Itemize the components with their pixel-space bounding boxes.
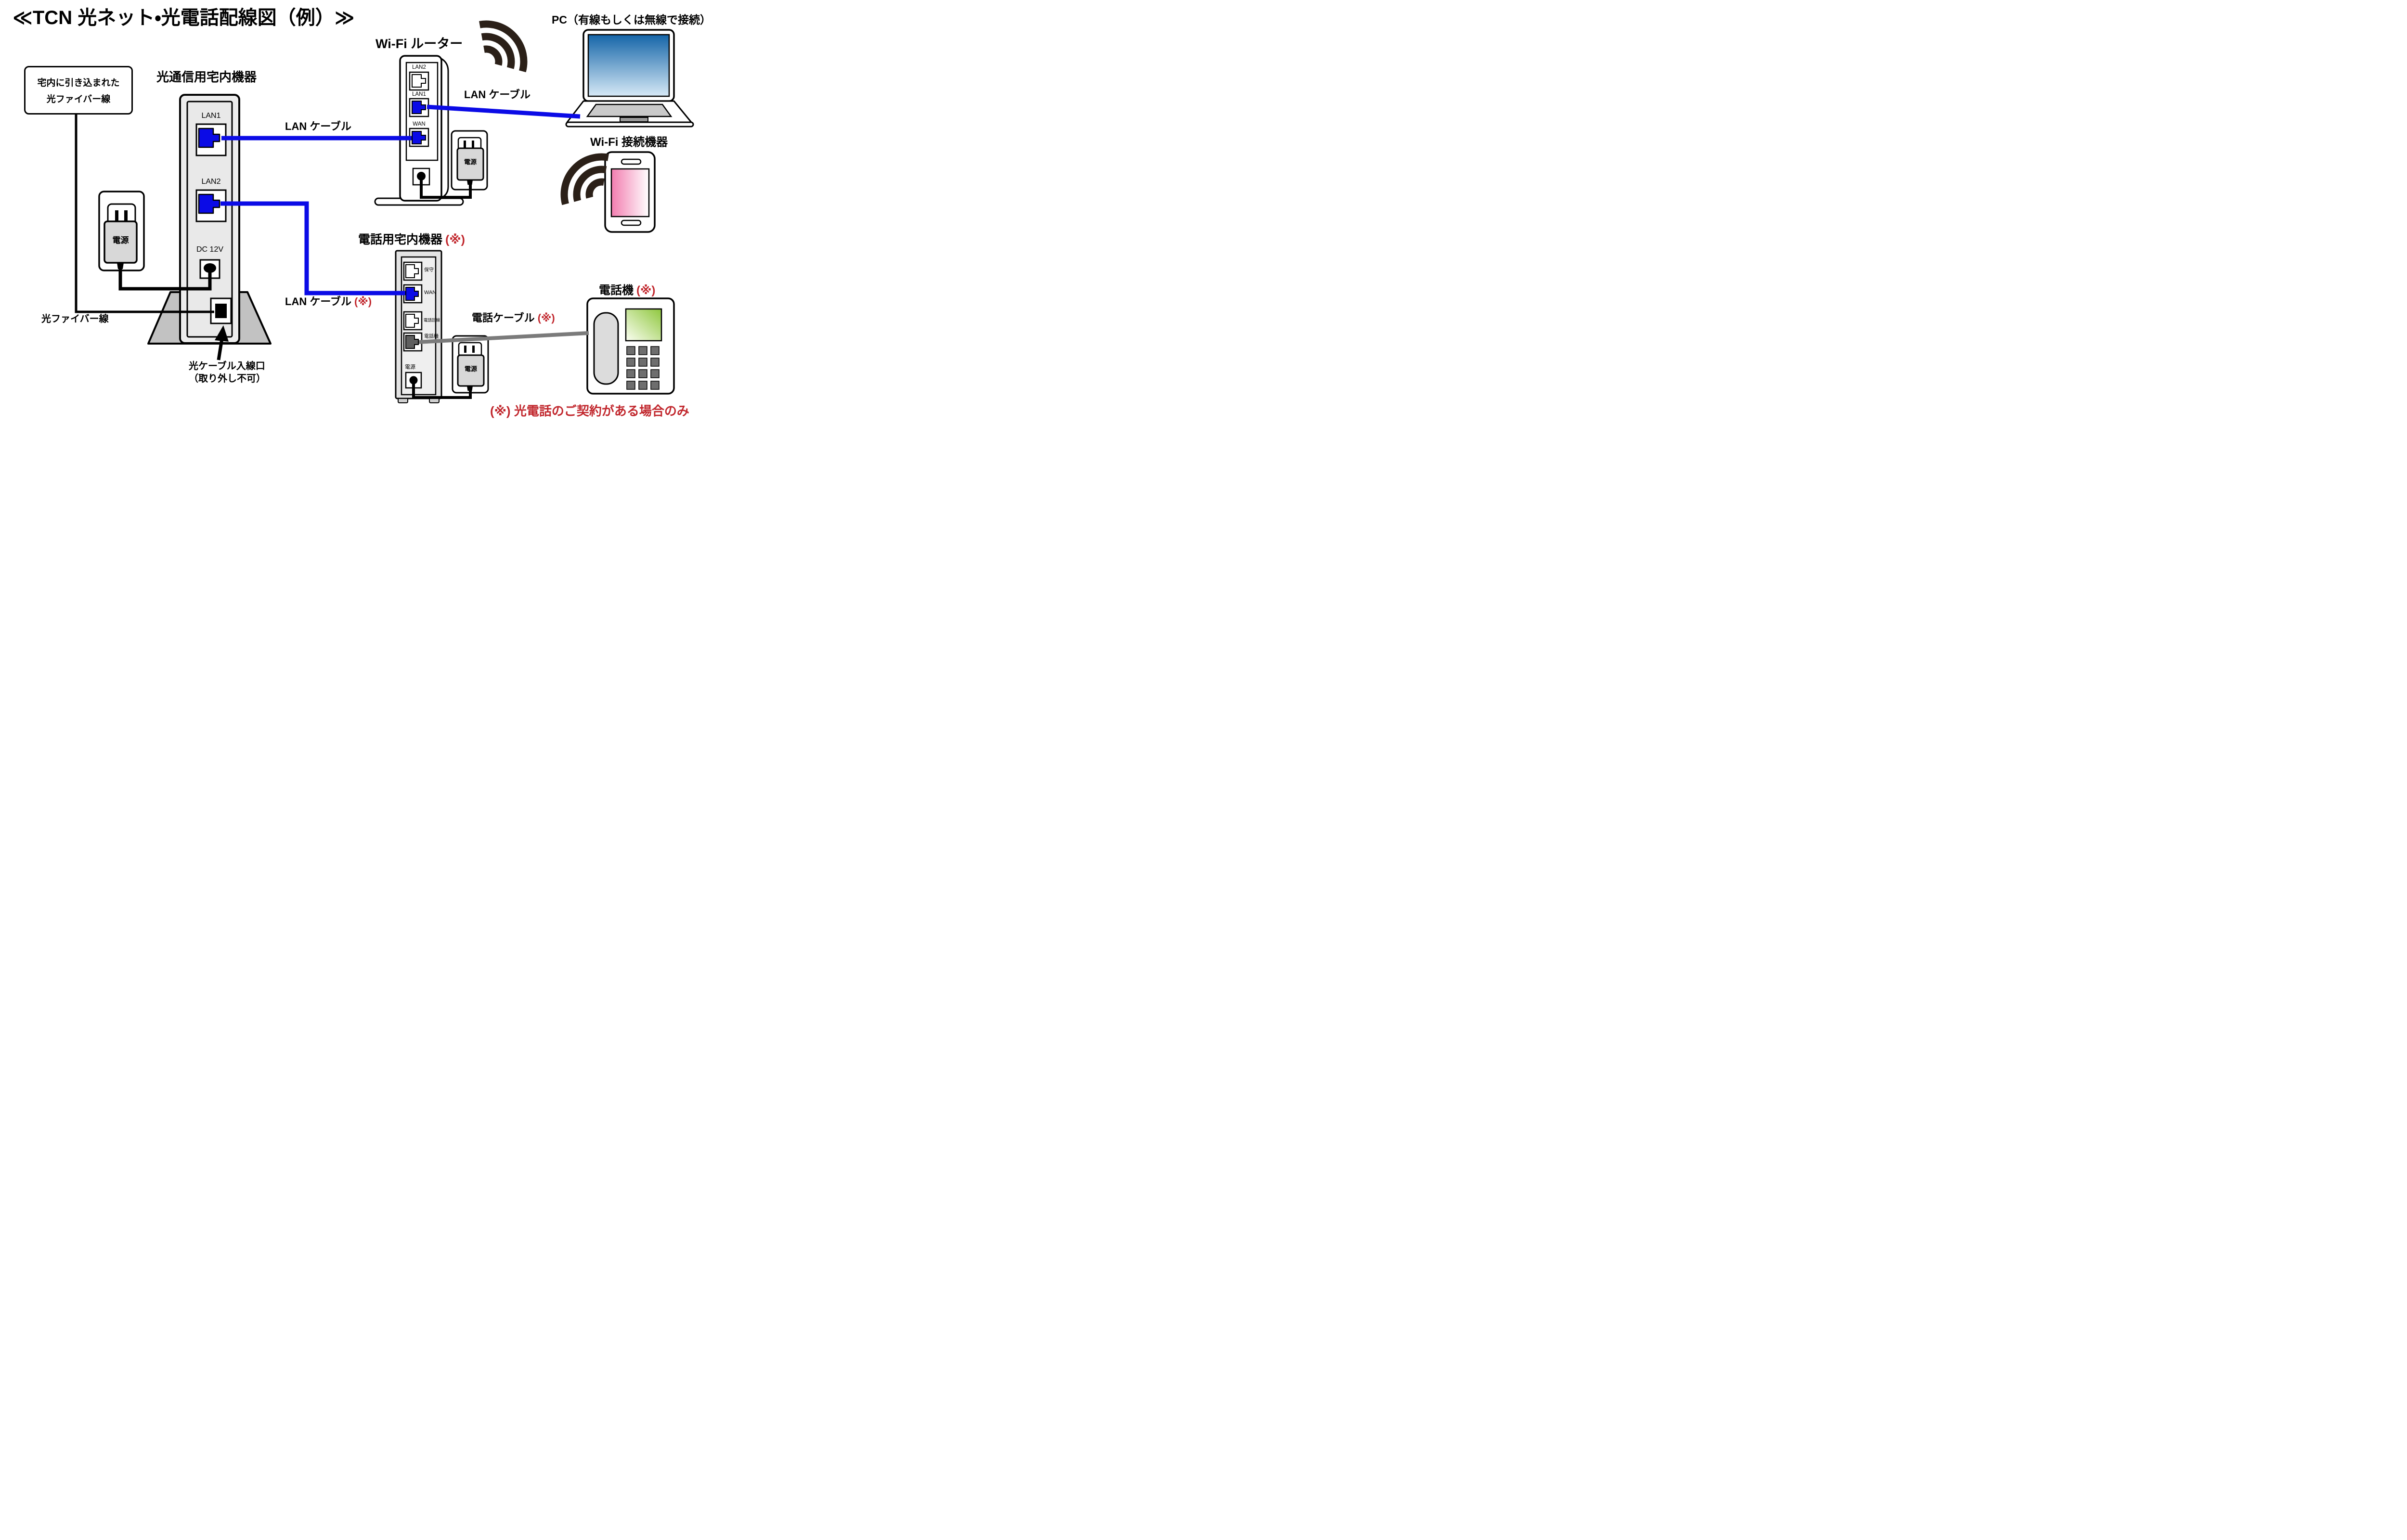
onu-dc-label: DC 12V <box>196 245 224 254</box>
lan-cable-label-2: LAN ケーブル <box>464 89 531 101</box>
router-wan-label: WAN <box>413 121 426 127</box>
phone-adapter-title-text: 電話用宅内機器 <box>358 233 443 246</box>
wifi-router-device <box>374 55 464 206</box>
telephone-handset <box>593 312 619 385</box>
power-adapter-2-label: 電源 <box>464 158 477 166</box>
telephone-cable-label-text: 電話ケーブル <box>472 312 535 324</box>
onu-lan2-plug <box>198 193 220 214</box>
dc-plug <box>204 263 216 273</box>
router-title: Wi-Fi ルーター <box>375 37 463 51</box>
fiber-cable <box>75 111 214 313</box>
pa-line-label: 電話回線 <box>424 318 440 322</box>
pa-hoshu-label: 保守 <box>424 268 434 273</box>
onu-lan2-label: LAN2 <box>201 178 221 186</box>
smartphone <box>604 151 656 233</box>
router-lan1-label: LAN1 <box>412 91 426 97</box>
lan-cable-label-3-text: LAN ケーブル <box>285 295 352 308</box>
phone-adapter-title-note: (※) <box>445 233 465 246</box>
power-adapter-1-label: 電源 <box>112 236 129 245</box>
laptop-touchpad <box>620 117 648 122</box>
power-cord-3 <box>412 382 472 399</box>
onu-lan1-plug <box>198 128 220 148</box>
fiber-line-label: 光ファイバー線 <box>41 314 109 324</box>
lan-cable-label-3: LAN ケーブル(※) <box>285 295 372 308</box>
telephone-keypad <box>626 346 660 390</box>
pa-phone-plug <box>405 335 419 349</box>
router-lan1-plug <box>412 101 426 114</box>
router-wan-plug <box>412 131 426 144</box>
fiber-source-line2: 光ファイバー線 <box>46 94 111 104</box>
wifi-signal-icon-pc <box>479 20 528 73</box>
wifi-device-title: Wi-Fi 接続機器 <box>590 136 668 149</box>
fiber-inlet-label: 光ケーブル入線口 （取り外し不可） <box>189 360 266 385</box>
onu-lan1-label: LAN1 <box>201 112 221 120</box>
lan-cable-label-3-note: (※) <box>354 295 372 308</box>
lan-cable-label-1: LAN ケーブル <box>285 120 352 132</box>
phone-adapter-title: 電話用宅内機器(※) <box>358 233 465 247</box>
onu-device <box>147 94 272 345</box>
arrow-icon <box>215 325 229 360</box>
power-adapter-3-label: 電源 <box>464 365 477 372</box>
onu-title: 光通信用宅内機器 <box>156 70 257 84</box>
wifi-signal-icon-smartphone <box>560 153 609 205</box>
fiber-inlet-label-line1: 光ケーブル入線口 <box>189 361 265 372</box>
lan-cable-onu-phoneadapter <box>220 201 407 295</box>
pa-wan-label: WAN <box>424 290 437 295</box>
laptop-keyboard <box>586 103 673 117</box>
pc-title: PC（有線もしくは無線で接続） <box>552 13 711 26</box>
phone-adapter-device <box>395 250 442 403</box>
pa-phone-label: 電話機 <box>424 334 439 339</box>
diagram-graphics <box>75 20 694 403</box>
telephone-title-text: 電話機 <box>599 284 634 297</box>
fiber-source-line1: 宅内に引き込まれた <box>37 78 120 88</box>
page-title: ≪TCN 光ネット・光電話配線図（例）≫ <box>13 7 355 28</box>
footnote: (※) 光電話のご契約がある場合のみ <box>490 404 689 418</box>
wiring-diagram: ≪TCN 光ネット・光電話配線図（例）≫ 宅内に引き込まれた 光ファイバー線 光… <box>0 0 755 424</box>
telephone-title: 電話機(※) <box>599 284 655 297</box>
telephone-cable <box>416 331 589 344</box>
router-lan2-label: LAN2 <box>412 64 426 70</box>
wall-outlet-3 <box>452 335 489 394</box>
smartphone-screen <box>610 168 650 218</box>
telephone-device <box>586 297 675 395</box>
laptop-screen <box>587 34 670 97</box>
fiber-inlet-label-line2: （取り外し不可） <box>189 373 266 384</box>
wall-outlet-1 <box>98 191 145 271</box>
laptop <box>565 29 694 128</box>
telephone-cable-label-note: (※) <box>537 312 555 324</box>
fiber-source-callout: 宅内に引き込まれた 光ファイバー線 <box>24 66 133 115</box>
power-cord-1 <box>118 266 212 291</box>
pa-wan-plug <box>405 287 419 301</box>
pa-power-label: 電源 <box>405 364 415 370</box>
telephone-title-note: (※) <box>636 284 656 297</box>
power-cord-2 <box>420 179 472 199</box>
lan-cable-router-pc <box>427 104 581 119</box>
telephone-display <box>625 308 662 342</box>
telephone-cable-label: 電話ケーブル(※) <box>472 312 555 324</box>
